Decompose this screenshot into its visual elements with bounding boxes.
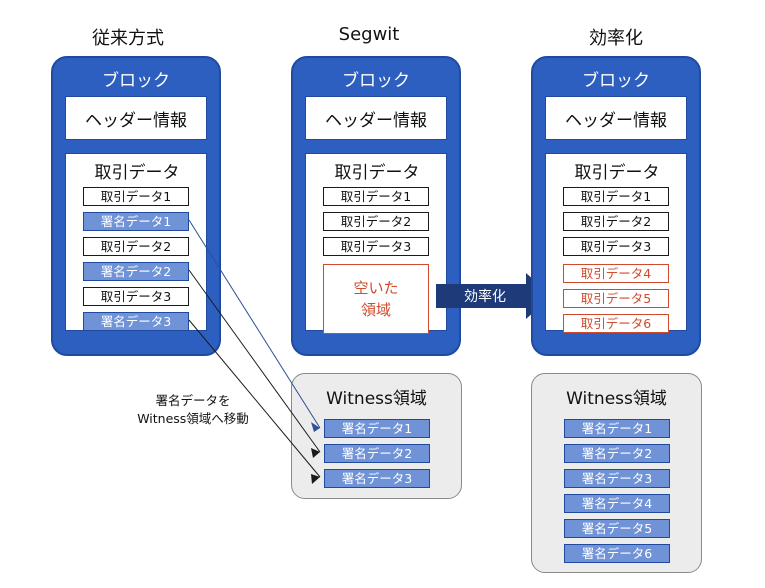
efficient-witness-sig-item: 署名データ1 [564,419,670,438]
efficient-block: ブロック ヘッダー情報 取引データ 取引データ1 取引データ2 取引データ3 取… [531,56,701,356]
segwit-data-box: 取引データ 取引データ1 取引データ2 取引データ3 空いた 領域 [305,153,447,334]
efficient-new-tx-item: 取引データ4 [563,264,669,283]
efficient-tx-item: 取引データ1 [563,187,669,206]
legacy-tx-item: 取引データ1 [83,187,189,206]
efficient-data-label: 取引データ [574,163,660,183]
efficient-new-tx-item: 取引データ5 [563,289,669,308]
move-line-1 [188,219,321,429]
efficient-witness-area: Witness領域 署名データ1 署名データ2 署名データ3 署名データ4 署名… [531,373,702,573]
efficient-witness-title: Witness領域 [566,389,667,409]
legacy-sig-item: 署名データ3 [83,312,189,331]
efficient-witness-sig-item: 署名データ5 [564,519,670,538]
empty-space-box: 空いた 領域 [323,264,429,334]
legacy-tx-item: 取引データ2 [83,237,189,256]
segwit-block-label: ブロック [342,71,410,91]
efficient-witness-sig-item: 署名データ2 [564,444,670,463]
legacy-sig-item: 署名データ1 [83,212,189,231]
legacy-data-box: 取引データ 取引データ1 署名データ1 取引データ2 署名データ2 取引データ3… [65,153,207,331]
legacy-header-box: ヘッダー情報 [65,96,207,140]
segwit-column-title: Segwit [338,24,400,45]
efficient-header-box: ヘッダー情報 [545,96,687,140]
efficient-block-label: ブロック [582,71,650,91]
efficient-header-label: ヘッダー情報 [565,110,667,131]
efficient-tx-item: 取引データ3 [563,237,669,256]
segwit-witness-area: Witness領域 署名データ1 署名データ2 署名データ3 [291,373,462,499]
move-arrowhead-2 [311,448,320,458]
legacy-block-label: ブロック [102,71,170,91]
efficient-witness-sig-item: 署名データ4 [564,494,670,513]
segwit-tx-item: 取引データ2 [323,212,429,231]
segwit-header-label: ヘッダー情報 [325,110,427,131]
legacy-header-label: ヘッダー情報 [85,110,187,131]
segwit-data-label: 取引データ [334,163,420,183]
move-arrowhead-3 [311,474,320,484]
segwit-tx-item: 取引データ1 [323,187,429,206]
legacy-column-title: 従来方式 [92,28,164,49]
segwit-header-box: ヘッダー情報 [305,96,447,140]
move-note: 署名データを Witness領域へ移動 [137,393,249,426]
segwit-witness-sig-item: 署名データ1 [324,419,430,438]
move-arrowhead-1 [311,422,320,432]
move-line-3 [188,319,321,478]
efficient-new-tx-item: 取引データ6 [563,314,669,333]
legacy-data-label: 取引データ [94,163,180,183]
segwit-block: ブロック ヘッダー情報 取引データ 取引データ1 取引データ2 取引データ3 空… [291,56,461,356]
move-line-2 [188,269,321,453]
efficient-witness-sig-item: 署名データ3 [564,469,670,488]
efficiency-arrow-label: 効率化 [464,289,506,305]
segwit-witness-sig-item: 署名データ3 [324,469,430,488]
segwit-tx-item: 取引データ3 [323,237,429,256]
legacy-block: ブロック ヘッダー情報 取引データ 取引データ1 署名データ1 取引データ2 署… [51,56,221,356]
efficient-column-title: 効率化 [589,28,643,49]
segwit-witness-sig-item: 署名データ2 [324,444,430,463]
segwit-witness-title: Witness領域 [326,389,427,409]
legacy-tx-item: 取引データ3 [83,287,189,306]
efficient-witness-sig-item: 署名データ6 [564,544,670,563]
efficient-tx-item: 取引データ2 [563,212,669,231]
legacy-sig-item: 署名データ2 [83,262,189,281]
efficient-data-box: 取引データ 取引データ1 取引データ2 取引データ3 取引データ4 取引データ5… [545,153,687,333]
efficiency-arrow [436,273,552,319]
